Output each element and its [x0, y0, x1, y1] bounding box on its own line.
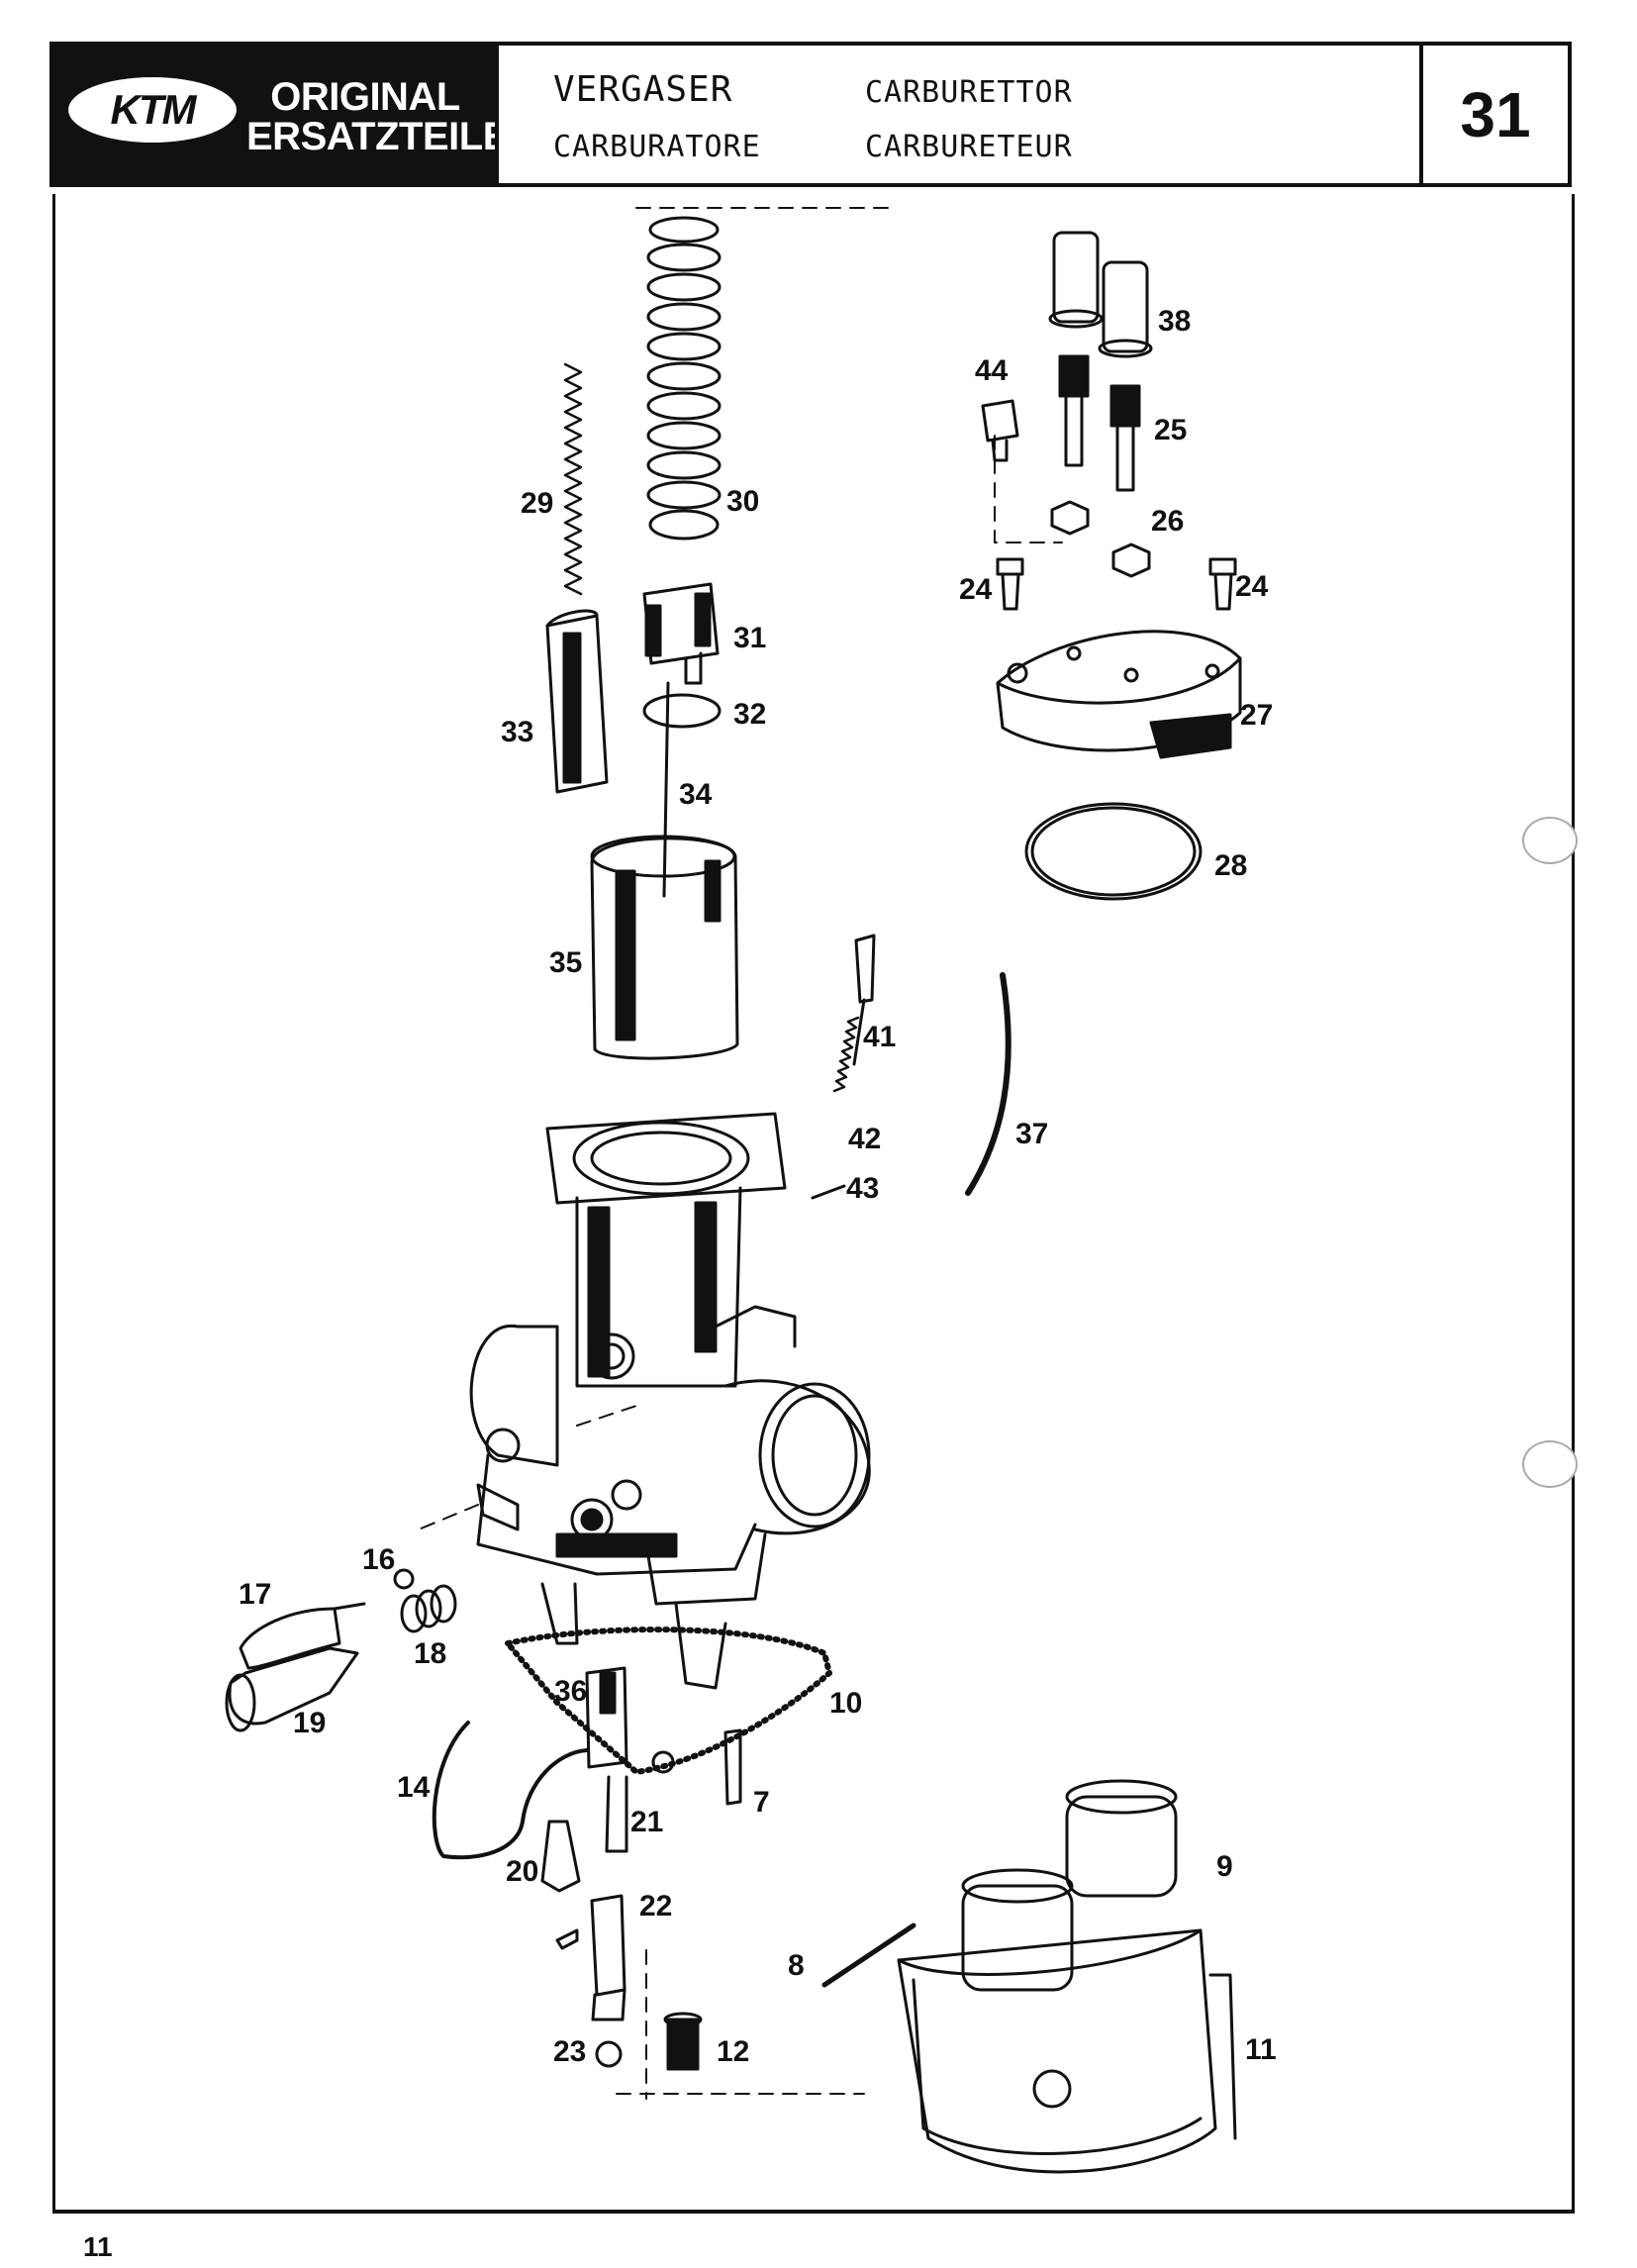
brand-line-original: ORIGINAL: [270, 75, 460, 119]
ktm-logo-icon: KTM: [68, 77, 237, 143]
callout-31: 31: [733, 622, 767, 654]
callout-8: 8: [788, 1949, 805, 1982]
callout-44: 44: [975, 354, 1009, 387]
title-italian: CARBURATORE: [553, 130, 761, 164]
callout-42: 42: [848, 1123, 882, 1155]
callout-27: 27: [1240, 699, 1274, 732]
callout-21: 21: [630, 1806, 664, 1838]
callout-35: 35: [549, 946, 583, 979]
carburettor-body-icon: [469, 1112, 871, 1690]
callout-23: 23: [553, 2035, 587, 2068]
brand-block: KTM ORIGINAL ERSATZTEILE: [53, 46, 509, 183]
callout-26: 26: [1151, 505, 1185, 538]
callout-41: 41: [863, 1021, 897, 1053]
callout-32: 32: [733, 698, 767, 731]
callout-36: 36: [554, 1675, 588, 1708]
callout-14: 14: [397, 1771, 431, 1804]
callout-29: 29: [521, 487, 554, 520]
callout-24-left: 24: [959, 573, 993, 606]
footer-number: 11: [83, 2231, 113, 2262]
callout-12: 12: [717, 2035, 750, 2068]
callout-43: 43: [846, 1172, 880, 1205]
carburettor-exploded-view-icon: [225, 207, 1242, 2174]
page-number: 31: [1419, 46, 1568, 183]
callout-20: 20: [506, 1855, 539, 1888]
callout-24-right: 24: [1235, 570, 1269, 603]
callout-7: 7: [753, 1786, 770, 1819]
page-header: KTM ORIGINAL ERSATZTEILE VERGASER CARBUR…: [49, 42, 1572, 187]
title-german: VERGASER: [553, 69, 733, 110]
section-titles: VERGASER CARBURETTOR CARBURATORE CARBURE…: [495, 46, 1469, 183]
callout-33: 33: [501, 716, 534, 748]
title-english: CARBURETTOR: [865, 75, 1073, 110]
callout-19: 19: [293, 1707, 327, 1739]
callout-17: 17: [239, 1578, 272, 1611]
callout-10: 10: [829, 1687, 863, 1720]
drawing-frame: 7 8 9 10 11 12 14 16 17 18 19 20 21 22 2…: [52, 194, 1575, 2214]
callout-9: 9: [1216, 1850, 1233, 1883]
callout-34: 34: [679, 778, 713, 811]
title-french: CARBURETEUR: [865, 130, 1073, 164]
ktm-logo-text: KTM: [110, 86, 197, 133]
callout-37: 37: [1015, 1118, 1049, 1150]
punch-hole-upper: [1522, 817, 1578, 864]
callout-28: 28: [1214, 849, 1248, 882]
callout-25: 25: [1154, 414, 1188, 446]
callout-11: 11: [1245, 2033, 1277, 2066]
callout-30: 30: [726, 485, 760, 518]
callout-22: 22: [639, 1890, 673, 1923]
big-spring-icon: [646, 216, 722, 541]
callout-16: 16: [362, 1543, 396, 1576]
punch-hole-lower: [1522, 1440, 1578, 1488]
brand-line-ersatzteile: ERSATZTEILE: [246, 115, 509, 158]
callout-18: 18: [414, 1637, 447, 1670]
callout-38: 38: [1158, 305, 1192, 338]
